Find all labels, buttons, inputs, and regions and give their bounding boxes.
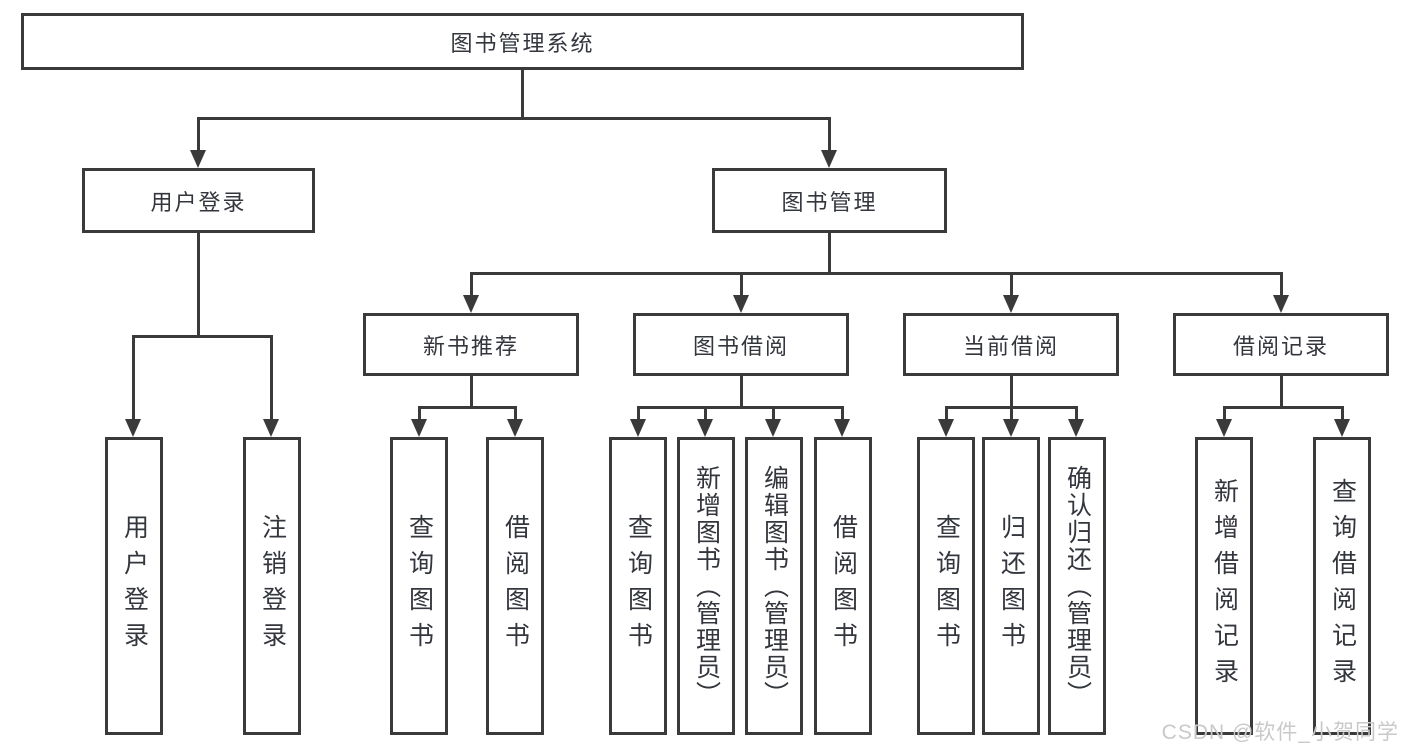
connector-line xyxy=(197,117,200,153)
node-borrow-record: 借阅记录 xyxy=(1173,313,1389,376)
connector-line xyxy=(740,374,743,407)
leaf-user-login: 用户登录 xyxy=(105,437,163,735)
connector-line xyxy=(132,335,135,423)
connector-line xyxy=(514,406,517,422)
connector-line xyxy=(1223,406,1226,422)
leaf-borrow-books-recommend-label: 借阅图书 xyxy=(501,514,530,658)
connector-line xyxy=(418,406,421,422)
node-book-borrow: 图书借阅 xyxy=(633,313,849,376)
arrow-down-icon xyxy=(733,295,749,313)
leaf-query-borrow-record: 查询借阅记录 xyxy=(1313,437,1371,735)
arrow-down-icon xyxy=(411,419,427,437)
leaf-query-books-borrow-label: 查询图书 xyxy=(624,514,653,658)
connector-line xyxy=(841,406,844,422)
leaf-add-borrow-record-label: 新增借阅记录 xyxy=(1210,478,1239,694)
csdn-watermark: CSDN @软件_小贺同学 xyxy=(1161,721,1399,744)
connector-line xyxy=(828,231,831,273)
connector-line xyxy=(470,272,473,298)
leaf-query-books-current-label: 查询图书 xyxy=(932,514,961,658)
leaf-edit-books-admin-label: 编辑图书（管理员） xyxy=(760,464,789,708)
leaf-query-borrow-record-label: 查询借阅记录 xyxy=(1328,478,1357,694)
arrow-down-icon xyxy=(938,419,954,437)
node-user-login: 用户登录 xyxy=(82,168,315,233)
connector-line xyxy=(197,231,200,335)
connector-line xyxy=(1223,406,1342,409)
connector-line xyxy=(1075,406,1078,422)
leaf-confirm-return-admin-label: 确认归还（管理员） xyxy=(1063,464,1092,708)
arrow-down-icon xyxy=(1068,419,1084,437)
node-root-system: 图书管理系统 xyxy=(21,13,1024,70)
leaf-borrow-books: 借阅图书 xyxy=(814,437,872,735)
connector-line xyxy=(704,406,707,422)
node-book-management: 图书管理 xyxy=(712,168,947,233)
connector-line xyxy=(1280,272,1283,298)
node-new-book-recommend-label: 新书推荐 xyxy=(422,333,519,359)
connector-line xyxy=(1010,406,1013,422)
connector-line xyxy=(637,406,640,422)
node-current-borrow-label: 当前借阅 xyxy=(962,333,1059,359)
arrow-down-icon xyxy=(630,419,646,437)
leaf-add-books-admin-label: 新增图书（管理员） xyxy=(692,464,721,708)
leaf-user-login-label: 用户登录 xyxy=(120,514,149,658)
arrow-down-icon xyxy=(1273,295,1289,313)
leaf-return-books: 归还图书 xyxy=(982,437,1040,735)
leaf-return-books-label: 归还图书 xyxy=(997,514,1026,658)
connector-line xyxy=(828,117,831,153)
leaf-query-books-borrow: 查询图书 xyxy=(609,437,667,735)
leaf-edit-books-admin: 编辑图书（管理员） xyxy=(745,437,803,735)
leaf-borrow-books-recommend: 借阅图书 xyxy=(486,437,544,735)
arrow-down-icon xyxy=(1003,419,1019,437)
arrow-down-icon xyxy=(1003,295,1019,313)
leaf-add-books-admin: 新增图书（管理员） xyxy=(677,437,735,735)
arrow-down-icon xyxy=(1334,419,1350,437)
leaf-query-books-current: 查询图书 xyxy=(917,437,975,735)
arrow-down-icon xyxy=(507,419,523,437)
node-current-borrow: 当前借阅 xyxy=(903,313,1119,376)
leaf-confirm-return-admin: 确认归还（管理员） xyxy=(1048,437,1106,735)
leaf-logout: 注销登录 xyxy=(243,437,301,735)
connector-line xyxy=(772,406,775,422)
node-user-login-label: 用户登录 xyxy=(150,189,247,215)
connector-line xyxy=(470,374,473,407)
arrow-down-icon xyxy=(125,419,141,437)
arrow-down-icon xyxy=(463,295,479,313)
node-book-management-label: 图书管理 xyxy=(781,189,878,215)
arrow-down-icon xyxy=(821,150,837,168)
arrow-down-icon xyxy=(190,150,206,168)
arrow-down-icon xyxy=(697,419,713,437)
connector-line xyxy=(740,272,743,298)
connector-line xyxy=(197,117,831,120)
connector-line xyxy=(270,335,273,423)
node-new-book-recommend: 新书推荐 xyxy=(363,313,579,376)
leaf-borrow-books-label: 借阅图书 xyxy=(829,514,858,658)
node-book-borrow-label: 图书借阅 xyxy=(692,333,789,359)
node-borrow-record-label: 借阅记录 xyxy=(1232,333,1329,359)
node-root-label: 图书管理系统 xyxy=(450,30,595,56)
connector-line xyxy=(470,272,1282,275)
leaf-logout-label: 注销登录 xyxy=(258,514,287,658)
connector-line xyxy=(637,406,843,409)
connector-line xyxy=(1341,406,1344,422)
connector-line xyxy=(132,335,273,338)
connector-line xyxy=(1010,272,1013,298)
leaf-query-books-recommend-label: 查询图书 xyxy=(405,514,434,658)
arrow-down-icon xyxy=(1216,419,1232,437)
arrow-down-icon xyxy=(765,419,781,437)
leaf-add-borrow-record: 新增借阅记录 xyxy=(1195,437,1253,735)
arrow-down-icon xyxy=(263,419,279,437)
connector-line xyxy=(521,68,524,118)
connector-line xyxy=(418,406,516,409)
connector-line xyxy=(1280,374,1283,407)
leaf-query-books-recommend: 查询图书 xyxy=(390,437,448,735)
connector-line xyxy=(945,406,948,422)
connector-line xyxy=(1010,374,1013,407)
arrow-down-icon xyxy=(834,419,850,437)
